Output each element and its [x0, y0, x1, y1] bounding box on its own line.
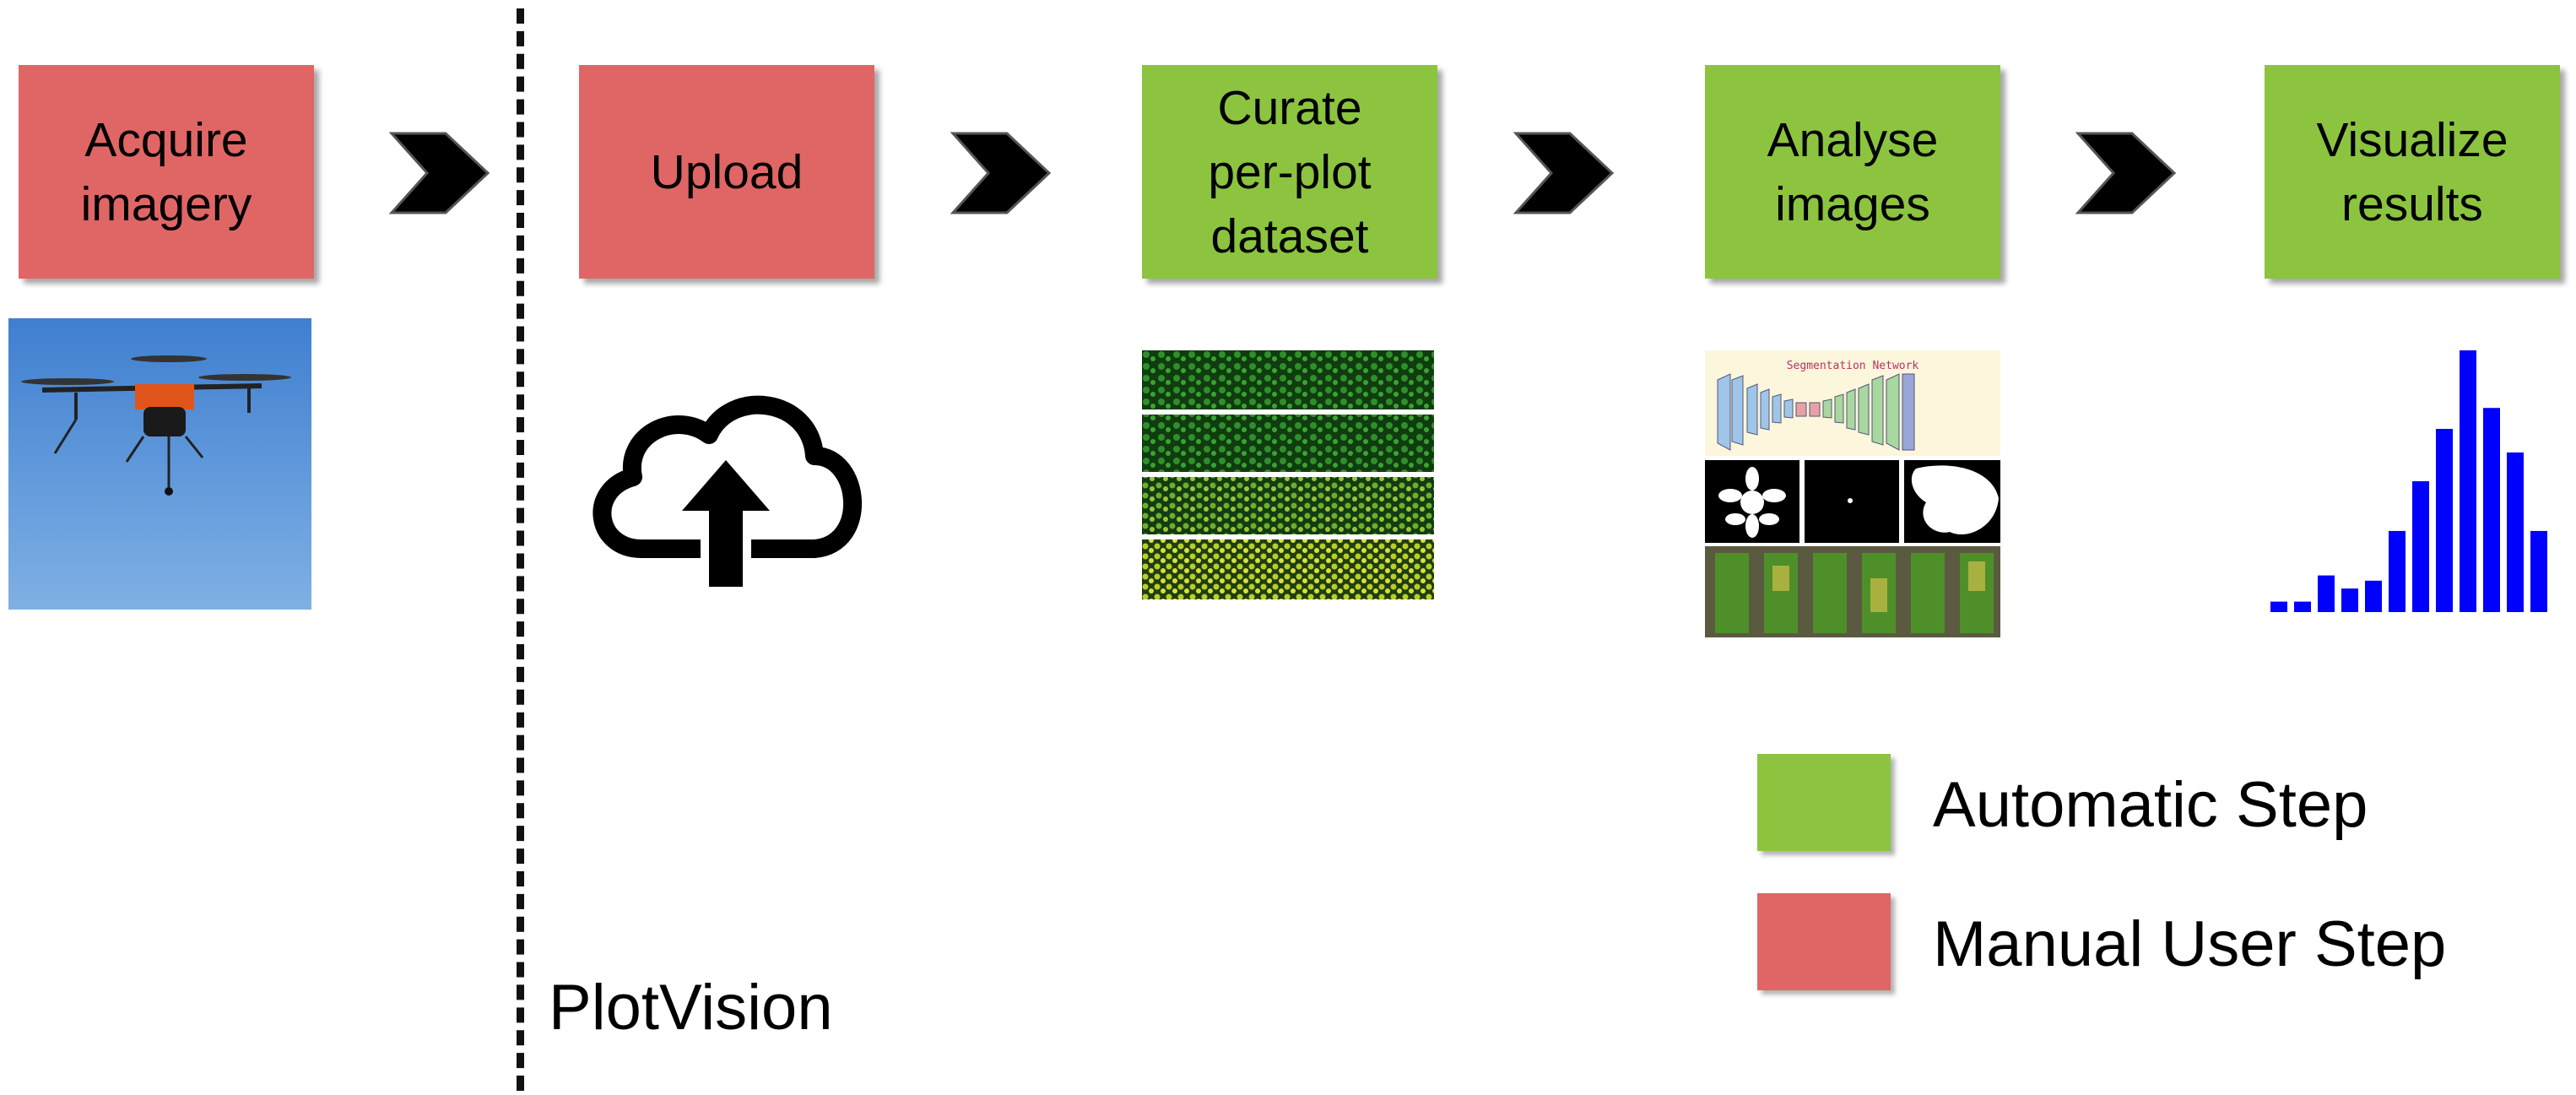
histogram-bar: [2483, 408, 2500, 612]
legend-swatch-manual: [1757, 893, 1891, 990]
network-diagram-title: Segmentation Network: [1787, 360, 1919, 372]
chevron-right-icon: [2075, 132, 2177, 214]
step-label: Visualize results: [2316, 112, 2508, 231]
segmentation-network-image-icon: Segmentation Network: [1705, 350, 2000, 637]
plot-strips-image-icon: [1142, 350, 1434, 599]
histogram-bar: [2318, 575, 2335, 612]
cloud-upload-icon: [593, 395, 862, 587]
histogram-bar: [2412, 481, 2429, 612]
step-upload: Upload: [579, 65, 874, 279]
step-label: Acquire imagery: [80, 112, 252, 231]
step-label: Analyse images: [1767, 112, 1939, 231]
chevron-right-icon: [950, 132, 1052, 214]
histogram-bar: [2270, 601, 2287, 612]
histogram-icon: [2270, 350, 2547, 612]
platform-divider: [517, 8, 524, 1091]
histogram-bar: [2389, 530, 2406, 612]
step-label: Upload: [650, 144, 804, 199]
step-analyse-images: Analyse images: [1705, 65, 2000, 279]
histogram-bar: [2436, 429, 2453, 612]
step-visualize-results: Visualize results: [2265, 65, 2560, 279]
histogram-bar: [2460, 350, 2476, 612]
histogram-bar: [2365, 580, 2382, 612]
step-label: Curate per-plot dataset: [1208, 80, 1372, 263]
chevron-right-icon: [388, 132, 490, 214]
step-acquire-imagery: Acquire imagery: [19, 65, 314, 279]
legend-label-manual: Manual User Step: [1933, 908, 2447, 980]
legend-swatch-automatic: [1757, 754, 1891, 851]
histogram-bar: [2341, 588, 2358, 612]
platform-label: PlotVision: [549, 972, 833, 1044]
legend-label-automatic: Automatic Step: [1933, 769, 2368, 841]
step-curate-dataset: Curate per-plot dataset: [1142, 65, 1437, 279]
histogram-bar: [2294, 601, 2311, 612]
chevron-right-icon: [1513, 132, 1615, 214]
drone-photo-icon: [8, 318, 311, 610]
histogram-bar: [2507, 452, 2524, 612]
histogram-bar: [2530, 530, 2547, 612]
